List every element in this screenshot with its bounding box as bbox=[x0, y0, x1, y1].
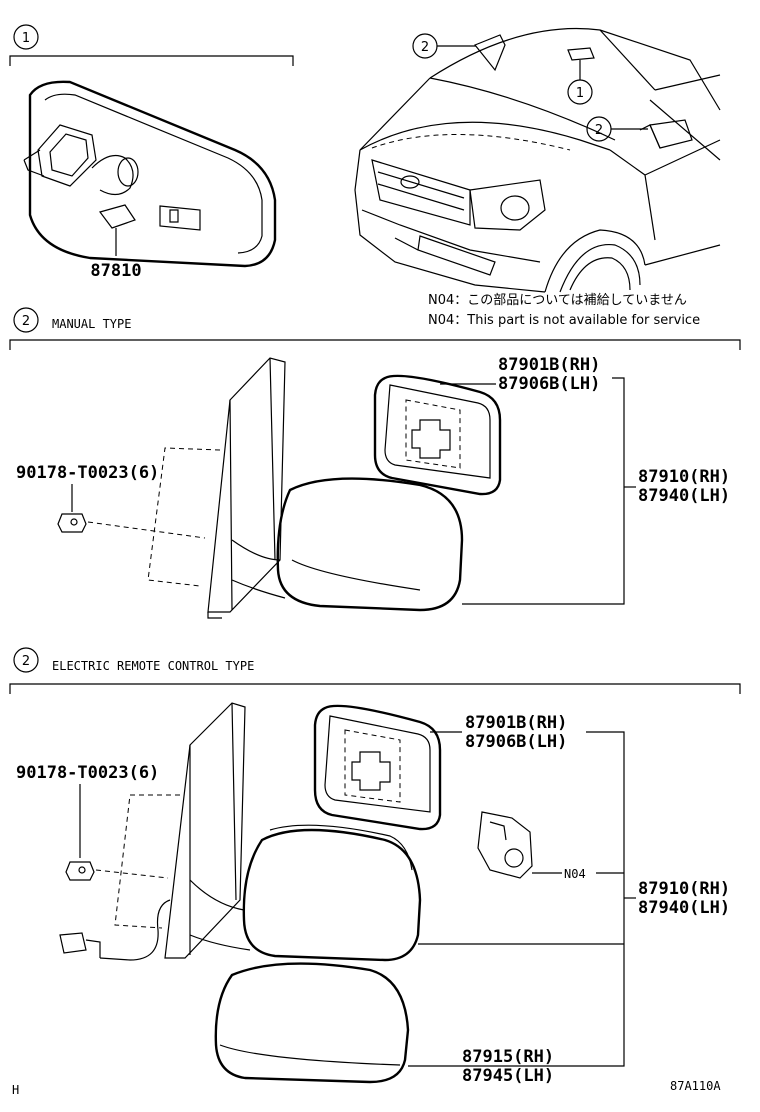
manual-dash-outline bbox=[147, 447, 221, 587]
electric-mirror-drawing bbox=[59, 702, 533, 1084]
part-mirror-rh-electric: 87910(RH) bbox=[638, 879, 730, 899]
part-mirror-rh-manual: 87910(RH) bbox=[638, 467, 730, 487]
part-glass-lh-electric: 87906B(LH) bbox=[465, 732, 567, 752]
nut-icon-manual bbox=[57, 513, 87, 533]
section-title-electric: ELECTRIC REMOTE CONTROL TYPE bbox=[52, 659, 254, 673]
manual-mirror-drawing bbox=[207, 357, 502, 619]
vehicle-front-drawing bbox=[354, 27, 721, 293]
inner-mirror-drawing bbox=[23, 80, 277, 268]
nut-icon-electric bbox=[65, 861, 95, 881]
section-bracket-electric bbox=[9, 683, 741, 694]
part-nut-electric: 90178-T0023(6) bbox=[16, 763, 159, 783]
manual-nut-dash bbox=[87, 521, 206, 539]
part-glass-rh-manual: 87901B(RH) bbox=[498, 355, 600, 375]
svg-text:1: 1 bbox=[576, 86, 584, 101]
part-cover-lh: 87945(LH) bbox=[462, 1066, 554, 1086]
note-en: N04：This part is not available for servi… bbox=[428, 313, 700, 328]
part-87810: 87810 bbox=[90, 261, 141, 281]
footer-code: 87A110A bbox=[670, 1079, 721, 1093]
callout-2-roof: 2 bbox=[412, 33, 476, 59]
section-title-manual: MANUAL TYPE bbox=[52, 317, 131, 331]
svg-text:2: 2 bbox=[22, 314, 30, 329]
part-mirror-lh-manual: 87940(LH) bbox=[638, 486, 730, 506]
part-glass-lh-manual: 87906B(LH) bbox=[498, 374, 600, 394]
svg-text:2: 2 bbox=[421, 40, 429, 55]
callout-1-top-left: 1 bbox=[13, 24, 39, 50]
part-mirror-lh-electric: 87940(LH) bbox=[638, 898, 730, 918]
electric-dash-outline bbox=[114, 794, 180, 929]
callout-2-vehicle: 2 bbox=[586, 116, 648, 142]
callout-1-vehicle: 1 bbox=[567, 60, 593, 105]
electric-nut-dash bbox=[95, 869, 169, 879]
svg-text:1: 1 bbox=[22, 31, 30, 46]
svg-text:2: 2 bbox=[22, 654, 30, 669]
part-glass-rh-electric: 87901B(RH) bbox=[465, 713, 567, 733]
callout-2-electric: 2 bbox=[13, 647, 39, 673]
part-nut-manual: 90178-T0023(6) bbox=[16, 463, 159, 483]
leader-manual-right bbox=[440, 377, 625, 605]
part-cover-rh: 87915(RH) bbox=[462, 1047, 554, 1067]
section-bracket-manual bbox=[9, 339, 741, 350]
section-bracket-1 bbox=[9, 55, 294, 66]
svg-text:2: 2 bbox=[595, 123, 603, 138]
leader-electric-right bbox=[408, 731, 625, 1067]
note-jp: N04：この部品については補給していません bbox=[428, 293, 687, 308]
callout-2-manual: 2 bbox=[13, 307, 39, 333]
footer-left: H bbox=[12, 1083, 19, 1097]
part-n04: N04 bbox=[564, 867, 586, 881]
